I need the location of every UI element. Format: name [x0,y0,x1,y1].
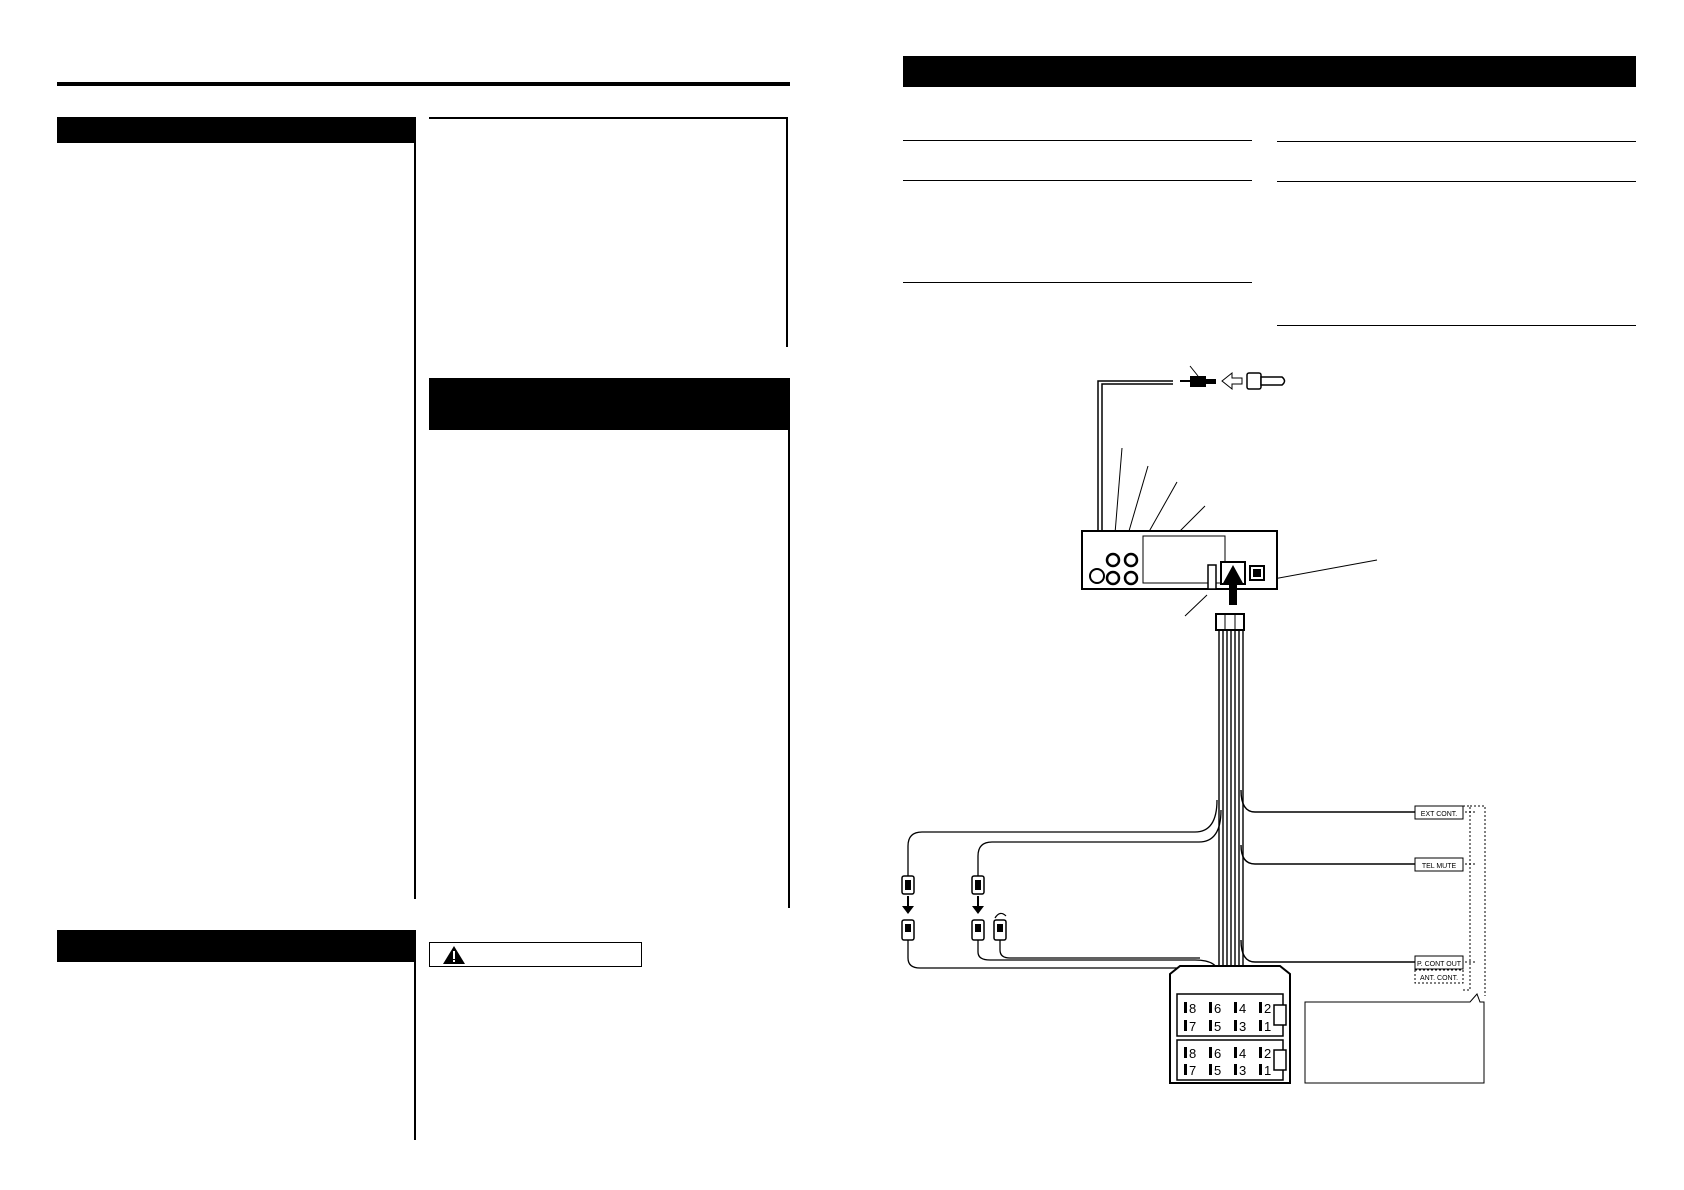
box-top-rule [429,117,787,119]
pin-label: 8 [1189,1046,1196,1061]
box-right-edge [786,117,788,347]
antenna-adapter-icon [1246,372,1286,390]
section-header-bar-2 [429,378,790,430]
inline-connector-b [971,875,1007,941]
ant-cont-tag: ANT. CONT. [1414,969,1464,984]
right-page-header-bar [903,56,1636,87]
pin-label: 6 [1214,1001,1221,1016]
head-unit-rear-panel [1081,530,1278,590]
pin-label: 7 [1189,1063,1196,1078]
rule-r4 [1277,141,1636,142]
pin-label: 1 [1264,1019,1271,1034]
pin-label: 5 [1214,1019,1221,1034]
pin-label: 3 [1239,1063,1246,1078]
pin-label: 5 [1214,1063,1221,1078]
dotted-bracket [1463,805,1486,996]
section-header-bar-1 [57,117,416,143]
column-divider-bottom [414,930,416,1140]
note-box [1304,993,1485,1084]
rule-r1 [903,140,1252,141]
column-divider-right [788,430,790,908]
iso-connector [1169,965,1291,1084]
ext-cont-label: EXT CONT. [1421,811,1457,818]
arrow-left-icon [1221,371,1243,391]
warning-triangle-icon [443,946,465,964]
warning-box [429,942,642,967]
rule-r5 [1277,181,1636,182]
branch-wires [1240,789,1415,963]
pin-label: 4 [1239,1001,1246,1016]
left-branch-wires [907,799,1222,979]
pin-label: 7 [1189,1019,1196,1034]
connector-b-pins: 8 6 4 2 7 5 3 1 [1184,1046,1271,1078]
page-top-rule [57,82,790,86]
pin-label: 2 [1264,1046,1271,1061]
pin-label: 3 [1239,1019,1246,1034]
harness-plug [1215,613,1245,631]
insert-arrow-icon [1222,565,1244,605]
tel-mute-tag: TEL MUTE [1414,857,1464,872]
antenna-plug-icon [1180,365,1216,387]
connector-a-pins: 8 6 4 2 7 5 3 1 [1184,1001,1271,1034]
rule-r2 [903,180,1252,181]
column-divider-left [414,143,416,899]
rule-r6 [1277,325,1636,326]
p-cont-out-tag: P. CONT OUT [1414,955,1464,970]
pin-label: 8 [1189,1001,1196,1016]
wire-harness [1218,630,1244,968]
pin-label: 6 [1214,1046,1221,1061]
section-header-bar-3 [57,930,416,962]
p-cont-out-label: P. CONT OUT [1417,961,1462,968]
inline-connector-a [901,875,915,941]
pin-label: 4 [1239,1046,1246,1061]
ext-cont-tag: EXT CONT. [1414,805,1464,820]
ant-cont-label: ANT. CONT. [1420,975,1458,982]
pin-label: 1 [1264,1063,1271,1078]
antenna-lead [1097,380,1173,565]
pin-label: 2 [1264,1001,1271,1016]
rule-r3 [903,282,1252,283]
tel-mute-label: TEL MUTE [1422,863,1457,870]
